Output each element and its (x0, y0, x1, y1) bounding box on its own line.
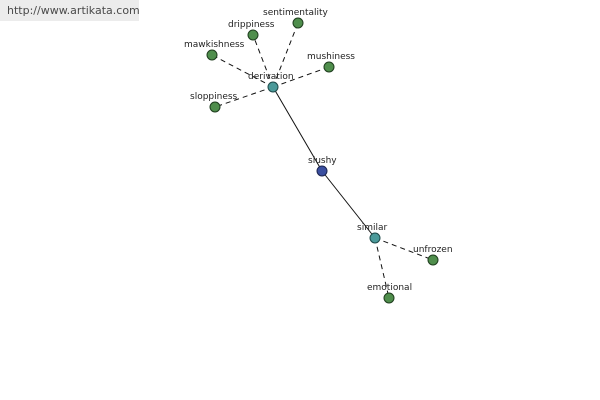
label-unfrozen: unfrozen (413, 245, 453, 255)
edge-derivation-mushiness (272, 66, 330, 88)
label-emotional: emotional (367, 283, 412, 293)
edge-derivation-drippiness (252, 34, 274, 88)
label-sentimentality: sentimentality (263, 8, 329, 18)
label-similar: similar (357, 223, 387, 233)
node-mawkishness[interactable] (206, 49, 218, 61)
node-emotional[interactable] (383, 292, 395, 304)
edge-center-similar (321, 170, 376, 239)
edge-similar-unfrozen (374, 237, 434, 261)
node-mushiness[interactable] (323, 61, 335, 73)
label-slushy: slushy (308, 156, 337, 166)
node-unfrozen[interactable] (427, 254, 439, 266)
label-mawkishness: mawkishness (184, 40, 245, 50)
node-slushy[interactable] (316, 165, 328, 177)
edge-derivation-mawkishness (211, 54, 274, 88)
edge-derivation-sentimentality (272, 22, 299, 88)
label-derivation: derivation (248, 72, 294, 82)
node-similar[interactable] (369, 232, 381, 244)
node-drippiness[interactable] (247, 29, 259, 41)
edge-derivation-sloppiness (214, 86, 274, 108)
edge-center-derivation (272, 86, 323, 172)
node-sloppiness[interactable] (209, 101, 221, 113)
edge-similar-emotional (374, 237, 390, 299)
node-derivation[interactable] (267, 81, 279, 93)
node-sentimentality[interactable] (292, 17, 304, 29)
label-mushiness: mushiness (307, 52, 355, 62)
label-sloppiness: sloppiness (190, 92, 238, 102)
watermark-url: http://www.artikata.com (0, 0, 140, 21)
label-drippiness: drippiness (228, 20, 275, 30)
